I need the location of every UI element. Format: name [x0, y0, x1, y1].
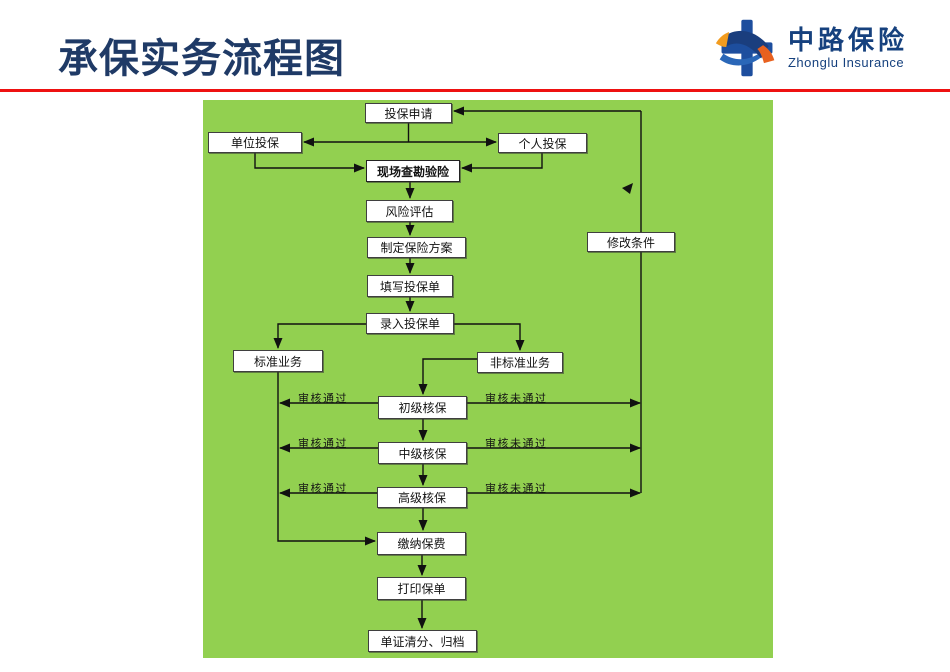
node-unit-insure: 单位投保 — [208, 132, 302, 153]
node-pay-premium: 缴纳保费 — [377, 532, 466, 555]
logo-name-cn: 中路保险 — [787, 24, 908, 55]
logo-text: 中路保险 Zhonglu Insurance — [787, 24, 908, 71]
node-insurance-application: 投保申请 — [365, 103, 452, 123]
node-document-archive: 单证清分、归档 — [368, 630, 477, 652]
label-approved-senior: 审核通过 — [298, 483, 348, 495]
node-senior-underwriting: 高级核保 — [377, 487, 467, 508]
company-logo: 中路保险 Zhonglu Insurance — [714, 16, 908, 80]
node-site-survey: 现场查勘验险 — [366, 160, 460, 182]
label-rejected-senior: 审核未通过 — [485, 483, 548, 495]
up-left-arrowhead — [622, 183, 633, 194]
page-title: 承保实务流程图 — [58, 37, 345, 81]
node-standard-business: 标准业务 — [233, 350, 323, 372]
flowchart-panel: 投保申请 单位投保 个人投保 现场查勘验险 风险评估 制定保险方案 填写投保单 … — [203, 100, 773, 658]
node-personal-insure: 个人投保 — [498, 133, 587, 153]
label-approved-junior: 审核通过 — [298, 393, 348, 405]
label-rejected-mid: 审核未通过 — [485, 438, 548, 450]
node-make-insurance-plan: 制定保险方案 — [367, 237, 466, 258]
label-approved-mid: 审核通过 — [298, 438, 348, 450]
logo-name-en: Zhonglu Insurance — [787, 55, 905, 71]
node-fill-application: 填写投保单 — [367, 275, 453, 297]
node-print-policy: 打印保单 — [377, 577, 466, 600]
node-risk-assessment: 风险评估 — [366, 200, 453, 222]
flow-connectors — [254, 106, 642, 629]
zhonglu-logo-icon — [715, 19, 775, 77]
node-modify-conditions: 修改条件 — [587, 232, 675, 252]
node-mid-underwriting: 中级核保 — [378, 442, 467, 464]
title-divider — [0, 89, 950, 92]
node-enter-application: 录入投保单 — [366, 313, 454, 334]
node-nonstandard-business: 非标准业务 — [477, 352, 563, 373]
node-junior-underwriting: 初级核保 — [378, 396, 467, 419]
label-rejected-junior: 审核未通过 — [485, 393, 548, 405]
